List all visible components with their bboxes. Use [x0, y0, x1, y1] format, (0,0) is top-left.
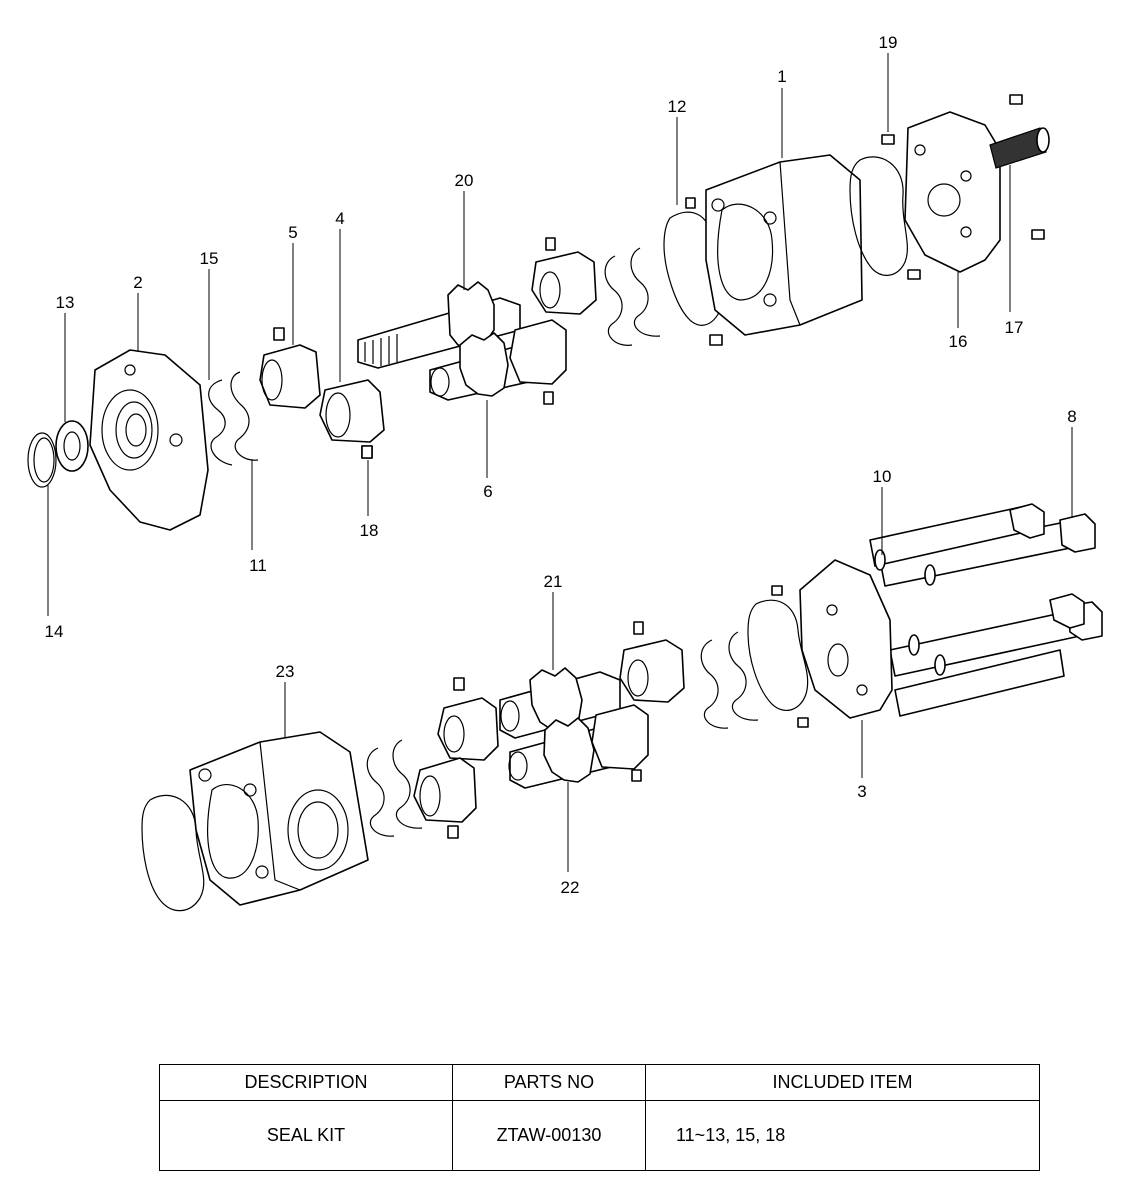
label-15: 15 [200, 249, 219, 268]
part-22-driven-gear [508, 704, 649, 789]
part-15-backup-ring [208, 379, 233, 466]
label-1: 1 [777, 67, 786, 86]
bushing [437, 677, 499, 761]
part-11-seal [230, 371, 259, 461]
o-ring [141, 794, 205, 912]
cell-parts-no: ZTAW-00130 [452, 1100, 646, 1171]
part-8-bolts [869, 503, 1103, 717]
dowel-pin [1031, 229, 1045, 240]
label-11: 11 [249, 556, 267, 575]
table-header-row: DESCRIPTION PARTS NO INCLUDED ITEM [159, 1064, 1040, 1101]
seal [392, 739, 423, 829]
label-12: 12 [668, 97, 687, 116]
part-21-drive-gear [499, 667, 621, 739]
dowel-pin [907, 269, 921, 280]
bushing [531, 251, 597, 315]
label-6: 6 [483, 482, 492, 501]
seal [700, 639, 729, 729]
label-23: 23 [276, 662, 295, 681]
bushing [413, 757, 477, 839]
part-19-dowel-pin [881, 134, 895, 145]
header-description: DESCRIPTION [159, 1064, 453, 1101]
label-17: 17 [1005, 318, 1024, 337]
seal [630, 247, 661, 337]
label-5: 5 [288, 223, 297, 242]
header-included-item: INCLUDED ITEM [645, 1064, 1040, 1101]
washer [908, 634, 920, 656]
part-1-gear-body [705, 154, 863, 336]
label-22: 22 [561, 878, 580, 897]
cell-included-item: 11~13, 15, 18 [645, 1100, 1040, 1171]
o-ring [747, 599, 809, 711]
label-18: 18 [360, 521, 379, 540]
part-18-pin [361, 445, 373, 459]
label-14: 14 [45, 622, 64, 641]
part-10-washer [874, 549, 886, 571]
washer [934, 654, 946, 676]
backup-ring [604, 255, 633, 346]
label-2: 2 [133, 273, 142, 292]
header-parts-no: PARTS NO [452, 1064, 646, 1101]
label-21: 21 [544, 572, 563, 591]
part-6-driven-gear [429, 319, 567, 401]
bushing [619, 621, 685, 703]
part-4-bushing [319, 379, 385, 459]
dowel-pin [1009, 94, 1023, 105]
part-5-bushing [259, 327, 321, 409]
dowel-pin [709, 334, 723, 346]
label-20: 20 [455, 171, 474, 190]
label-8: 8 [1067, 407, 1076, 426]
table-row: SEAL KIT ZTAW-00130 11~13, 15, 18 [159, 1100, 1040, 1171]
part-14-snap-ring [27, 432, 57, 488]
label-19: 19 [879, 33, 898, 52]
label-16: 16 [949, 332, 968, 351]
label-3: 3 [857, 782, 866, 801]
label-13: 13 [56, 293, 75, 312]
dowel-pin [545, 237, 556, 251]
dowel-pin [771, 585, 783, 596]
o-ring [849, 156, 908, 276]
dowel-pin [797, 717, 809, 728]
cell-description: SEAL KIT [159, 1100, 453, 1171]
part-13-oil-seal [55, 420, 89, 472]
part-3-rear-cover [799, 559, 893, 719]
backup-ring [728, 631, 759, 721]
dowel-pin [543, 391, 554, 405]
part-23-gear-body [189, 731, 369, 906]
backup-ring [366, 747, 395, 837]
dowel-pin [685, 197, 696, 209]
part-16-wear-plate [904, 111, 1001, 273]
exploded-parts-diagram: 1 2 3 4 5 6 8 10 11 12 13 14 15 16 17 18… [27, 33, 1103, 912]
leader-lines [47, 53, 1073, 872]
seal-kit-table: DESCRIPTION PARTS NO INCLUDED ITEM SEAL … [159, 1064, 1040, 1171]
label-4: 4 [335, 209, 344, 228]
washer [924, 564, 936, 586]
label-10: 10 [873, 467, 892, 486]
part-17-spline-coupling [989, 127, 1050, 169]
part-2-front-cover [89, 349, 209, 531]
